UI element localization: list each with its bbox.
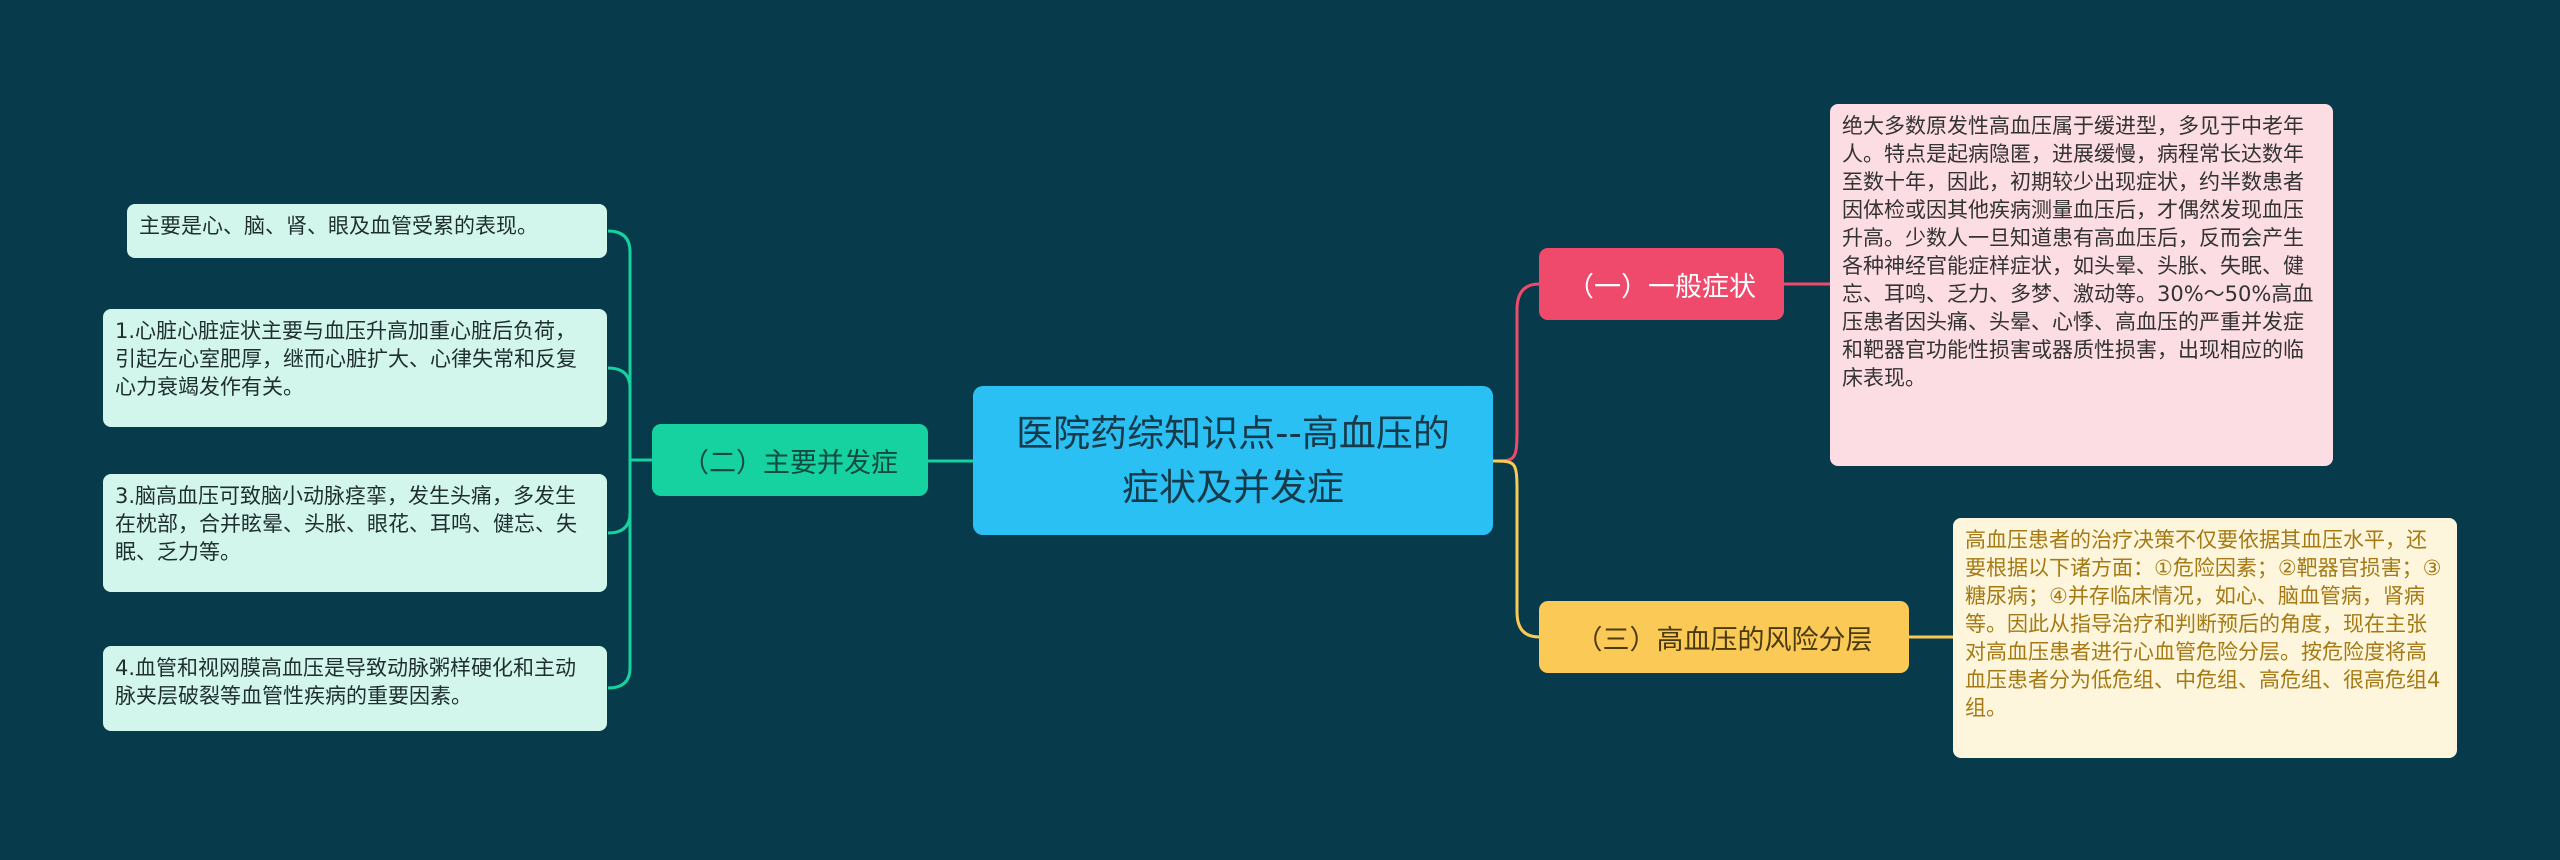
connector-complications-leaf-2: [607, 366, 632, 460]
branch-general-symptoms[interactable]: （一）一般症状: [1539, 248, 1784, 320]
leaf-complication-2[interactable]: 1.心脏心脏症状主要与血压升高加重心脏后负荷，引起左心室肥厚，继而心脏扩大、心律…: [103, 309, 607, 427]
connector-complications-leaf-1: [607, 229, 632, 460]
leaf-general-symptoms[interactable]: 绝大多数原发性高血压属于缓进型，多见于中老年人。特点是起病隐匿，进展缓慢，病程常…: [1830, 104, 2333, 466]
connector-complications-leaf-4: [607, 460, 632, 690]
branch-complications[interactable]: （二）主要并发症: [652, 424, 928, 496]
central-topic-text: 医院药综知识点--高血压的症状及并发症: [1016, 411, 1450, 509]
leaf-complication-1[interactable]: 主要是心、脑、肾、眼及血管受累的表现。: [127, 204, 607, 258]
leaf-complication-3-text: 3.脑高血压可致脑小动脉痉挛，发生头痛，多发生在枕部，合并眩晕、头胀、眼花、耳鸣…: [115, 484, 577, 564]
leaf-complication-3[interactable]: 3.脑高血压可致脑小动脉痉挛，发生头痛，多发生在枕部，合并眩晕、头胀、眼花、耳鸣…: [103, 474, 607, 592]
connector-center-risk: [1492, 459, 1540, 639]
branch-risk-stratification[interactable]: （三）高血压的风险分层: [1539, 601, 1909, 673]
leaf-risk-stratification[interactable]: 高血压患者的治疗决策不仅要依据其血压水平，还要根据以下诸方面：①危险因素；②靶器…: [1953, 518, 2457, 758]
branch-risk-stratification-label: （三）高血压的风险分层: [1575, 624, 1873, 656]
connector-center-general: [1492, 282, 1540, 463]
central-topic[interactable]: 医院药综知识点--高血压的症状及并发症: [973, 386, 1493, 535]
branch-general-symptoms-label: （一）一般症状: [1567, 271, 1756, 303]
connector-complications-leaf-3: [607, 460, 632, 535]
branch-complications-label: （二）主要并发症: [682, 447, 898, 479]
leaf-complication-2-text: 1.心脏心脏症状主要与血压升高加重心脏后负荷，引起左心室肥厚，继而心脏扩大、心律…: [115, 319, 577, 399]
leaf-complication-1-text: 主要是心、脑、肾、眼及血管受累的表现。: [139, 214, 538, 238]
leaf-complication-4-text: 4.血管和视网膜高血压是导致动脉粥样硬化和主动脉夹层破裂等血管性疾病的重要因素。: [115, 656, 577, 708]
leaf-general-symptoms-text: 绝大多数原发性高血压属于缓进型，多见于中老年人。特点是起病隐匿，进展缓慢，病程常…: [1842, 114, 2314, 390]
leaf-complication-4[interactable]: 4.血管和视网膜高血压是导致动脉粥样硬化和主动脉夹层破裂等血管性疾病的重要因素。: [103, 646, 607, 731]
leaf-risk-stratification-text: 高血压患者的治疗决策不仅要依据其血压水平，还要根据以下诸方面：①危险因素；②靶器…: [1965, 528, 2442, 720]
